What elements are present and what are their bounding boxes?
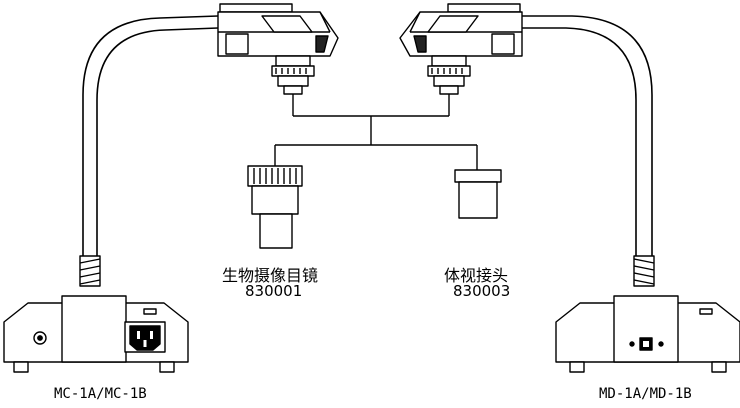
eyepiece-code-label: 830001 [245,282,303,300]
left-gooseneck-arm [82,15,219,258]
right-base [555,295,740,373]
usb-port-icon [629,337,664,351]
left-round-connector-icon [33,331,47,345]
right-camera-head [399,3,523,57]
adapter-code-label: 830003 [453,282,511,300]
eyepiece-illustration [247,165,303,249]
power-socket-icon [124,321,166,353]
eyepiece-name-label: 生物摄像目镜 [222,266,319,285]
adapter-illustration [454,169,502,219]
connector-lines [274,94,478,170]
left-model-label: MC-1A/MC-1B [54,386,147,402]
left-arm-collar [79,255,101,287]
right-gooseneck-arm [520,15,653,258]
left-camera-head [217,3,339,57]
right-arm-collar [633,255,655,287]
right-lens-mount [427,55,471,95]
right-model-label: MD-1A/MD-1B [599,386,692,402]
left-lens-mount [271,55,315,95]
adapter-name-label: 体视接头 [444,266,509,285]
